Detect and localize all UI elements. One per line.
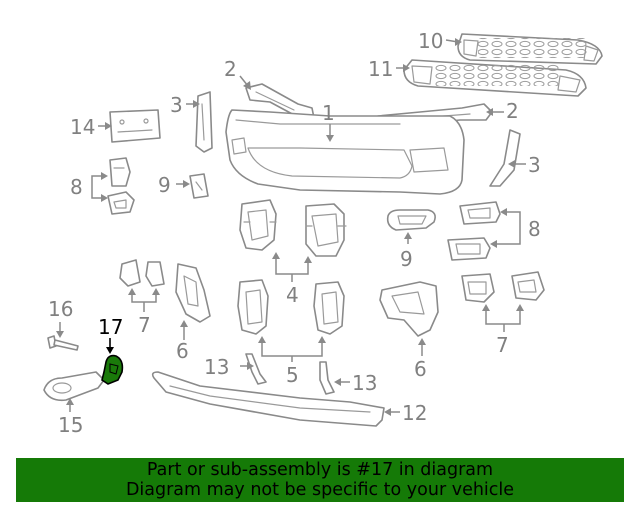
bracket-part-3-right[interactable] <box>489 129 521 187</box>
callout-3-left: 3 <box>170 93 183 117</box>
leader-lines <box>56 38 526 416</box>
callout-6-left: 6 <box>176 339 189 363</box>
callout-5: 5 <box>286 363 299 387</box>
callout-9-left: 9 <box>158 173 171 197</box>
bracket-part-7-left[interactable] <box>119 259 165 287</box>
bracket-part-6-right[interactable] <box>379 281 439 337</box>
callout-7-right: 7 <box>496 333 509 357</box>
strip-part-13-left[interactable] <box>245 353 267 385</box>
callout-10: 10 <box>418 29 443 53</box>
bezel-part-9-left[interactable] <box>189 173 209 199</box>
callout-12: 12 <box>402 401 427 425</box>
bracket-part-8-left[interactable] <box>107 157 135 215</box>
bracket-part-4-right[interactable] <box>305 203 347 257</box>
callout-13-left: 13 <box>204 355 229 379</box>
banner-line-disclaimer: Diagram may not be specific to your vehi… <box>125 480 515 500</box>
callout-2-top: 2 <box>224 57 237 81</box>
callout-2-right: 2 <box>506 99 519 123</box>
bracket-part-5-right[interactable] <box>313 281 345 335</box>
front-bumper-part-1[interactable] <box>225 109 465 195</box>
bracket-part-4-left[interactable] <box>239 199 277 251</box>
grille-upper-part-10[interactable] <box>457 33 603 65</box>
callout-7-left: 7 <box>138 313 151 337</box>
bracket-part-5-left[interactable] <box>237 279 269 335</box>
tow-hook-part-15[interactable] <box>43 371 105 402</box>
callout-8-right: 8 <box>528 217 541 241</box>
bolt-part-16[interactable] <box>47 335 79 351</box>
bezel-part-9-right[interactable] <box>386 209 436 231</box>
callout-11: 11 <box>368 57 393 81</box>
fog-bezel-part-8-right[interactable] <box>447 201 501 261</box>
license-bracket-part-14[interactable] <box>109 109 161 143</box>
bracket-part-6-left[interactable] <box>175 263 211 323</box>
banner-line-part-number: Part or sub-assembly is #17 in diagram <box>146 460 494 480</box>
clip-part-17-highlighted[interactable] <box>101 354 124 385</box>
callout-14: 14 <box>70 115 95 139</box>
info-banner: Part or sub-assembly is #17 in diagram D… <box>16 458 624 502</box>
strip-part-13-right[interactable] <box>319 361 335 395</box>
callout-labels: 10 11 2 2 1 3 3 14 8 9 8 9 4 7 6 5 6 7 1… <box>48 29 541 437</box>
bracket-part-3-left[interactable] <box>195 91 213 153</box>
callout-8-left: 8 <box>70 175 83 199</box>
callout-17: 17 <box>98 315 123 339</box>
valance-part-12[interactable] <box>151 371 385 427</box>
callout-9-right: 9 <box>400 247 413 271</box>
grille-lower-part-11[interactable] <box>403 59 587 97</box>
callout-15: 15 <box>58 413 83 437</box>
callout-13-right: 13 <box>352 371 377 395</box>
bracket-part-7-right[interactable] <box>461 271 545 303</box>
callout-6-right: 6 <box>414 357 427 381</box>
callout-1: 1 <box>322 101 335 125</box>
callout-4: 4 <box>286 283 299 307</box>
callout-3-right: 3 <box>528 153 541 177</box>
callout-16: 16 <box>48 297 73 321</box>
